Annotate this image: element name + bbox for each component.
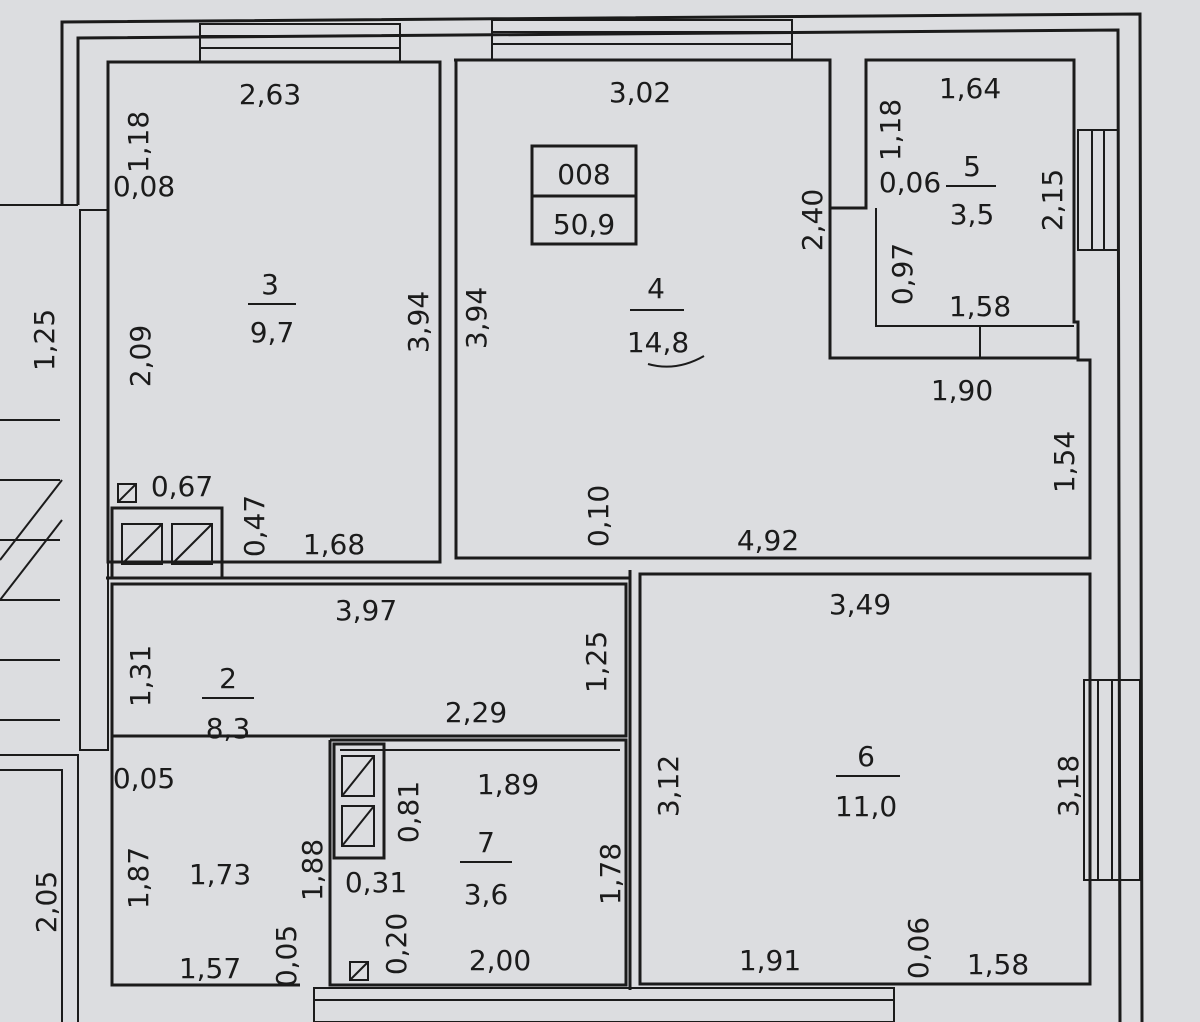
room-2-number: 2 [219, 662, 237, 695]
dim-r4-right: 1,54 [1048, 431, 1081, 493]
dim-r4-wall: 0,10 [582, 485, 615, 547]
room-3-number: 3 [261, 268, 279, 301]
dim-r6-left: 3,12 [652, 755, 685, 817]
dim-r2-right: 1,25 [580, 631, 613, 693]
room-2-area: 8,3 [206, 712, 251, 745]
dim-r2-g: 0,05 [270, 925, 303, 987]
dim-r4-step: 1,90 [931, 374, 993, 407]
room-5-area: 3,5 [950, 198, 995, 231]
vent-shafts [110, 483, 386, 981]
room-3-area: 9,7 [250, 316, 295, 349]
dim-r7-bot: 2,00 [469, 944, 531, 977]
room-labels: 3 9,7 4 14,8 5 3,5 2 8,3 7 3,6 6 11,0 [202, 150, 996, 911]
dim-ext-left-low: 2,05 [30, 871, 63, 933]
plan-code: 008 [557, 158, 610, 191]
dim-r7-right: 1,78 [594, 843, 627, 905]
dim-r6-top: 3,49 [829, 588, 891, 621]
room-4-number: 4 [647, 272, 665, 305]
dim-r2-b: 0,05 [113, 762, 175, 795]
vertical-dimension-labels: 1,18 2,09 3,94 0,47 3,94 2,40 1,54 0,10 … [28, 99, 1085, 987]
dim-r2-c: 1,87 [122, 847, 155, 909]
dim-r3-left-a: 1,18 [122, 111, 155, 173]
dim-r6-bot-c: 1,58 [967, 948, 1029, 981]
dim-r2-f: 1,57 [179, 952, 241, 985]
room-4-area: 14,8 [627, 326, 689, 359]
dim-r4-notch: 2,40 [796, 189, 829, 251]
plan-stamp: 008 50,9 [530, 144, 638, 246]
dim-r2-d: 1,73 [189, 858, 251, 891]
room-7-number: 7 [477, 826, 495, 859]
room-6-number: 6 [857, 740, 875, 773]
room-7-area: 3,6 [464, 878, 509, 911]
dim-r3-top: 2,63 [239, 78, 301, 111]
dim-r5-left-a: 1,18 [874, 99, 907, 161]
dim-r4-top: 3,02 [609, 76, 671, 109]
room-6-area: 11,0 [835, 790, 897, 823]
outer-walls [0, 12, 1144, 1022]
dim-r6-bot-a: 1,91 [739, 944, 801, 977]
dim-r5-left-c: 0,97 [886, 243, 919, 305]
dim-r3-shaft-w: 0,67 [151, 470, 213, 503]
dim-r5-right: 2,15 [1036, 169, 1069, 231]
dim-r4-bot: 4,92 [737, 524, 799, 557]
dim-r7-left: 0,31 [345, 866, 407, 899]
dim-r6-right: 3,18 [1052, 755, 1085, 817]
room-walls [106, 58, 1092, 990]
dim-r2-left: 1,31 [124, 645, 157, 707]
dim-r5-top: 1,64 [939, 72, 1001, 105]
dim-ext-left: 1,25 [28, 309, 61, 371]
room-5-number: 5 [963, 150, 981, 183]
dim-r5-left-b: 0,06 [879, 166, 941, 199]
dim-r7-low: 0,20 [380, 913, 413, 975]
dim-r3-left-c: 2,09 [124, 325, 157, 387]
dim-r2-mid: 2,29 [445, 696, 507, 729]
dim-r2-e: 1,88 [296, 839, 329, 901]
dim-r5-bot: 1,58 [949, 290, 1011, 323]
dim-r7-top: 1,89 [477, 768, 539, 801]
dim-r2-top: 3,97 [335, 594, 397, 627]
dim-r3-shaft-h: 0,47 [238, 495, 271, 557]
windows [199, 19, 1141, 1022]
dim-r3-bot: 1,68 [303, 528, 365, 561]
dim-r4-left: 3,94 [460, 287, 493, 349]
dimension-labels: 2,63 0,08 0,67 1,68 3,02 1,90 4,92 1,64 … [113, 72, 1029, 985]
plan-total: 50,9 [553, 208, 615, 241]
dim-r7-shaft: 0,81 [392, 781, 425, 843]
dim-r3-right: 3,94 [402, 291, 435, 353]
dim-r3-left-b: 0,08 [113, 170, 175, 203]
staircase [0, 209, 109, 751]
dim-r6-bot-b: 0,06 [902, 917, 935, 979]
